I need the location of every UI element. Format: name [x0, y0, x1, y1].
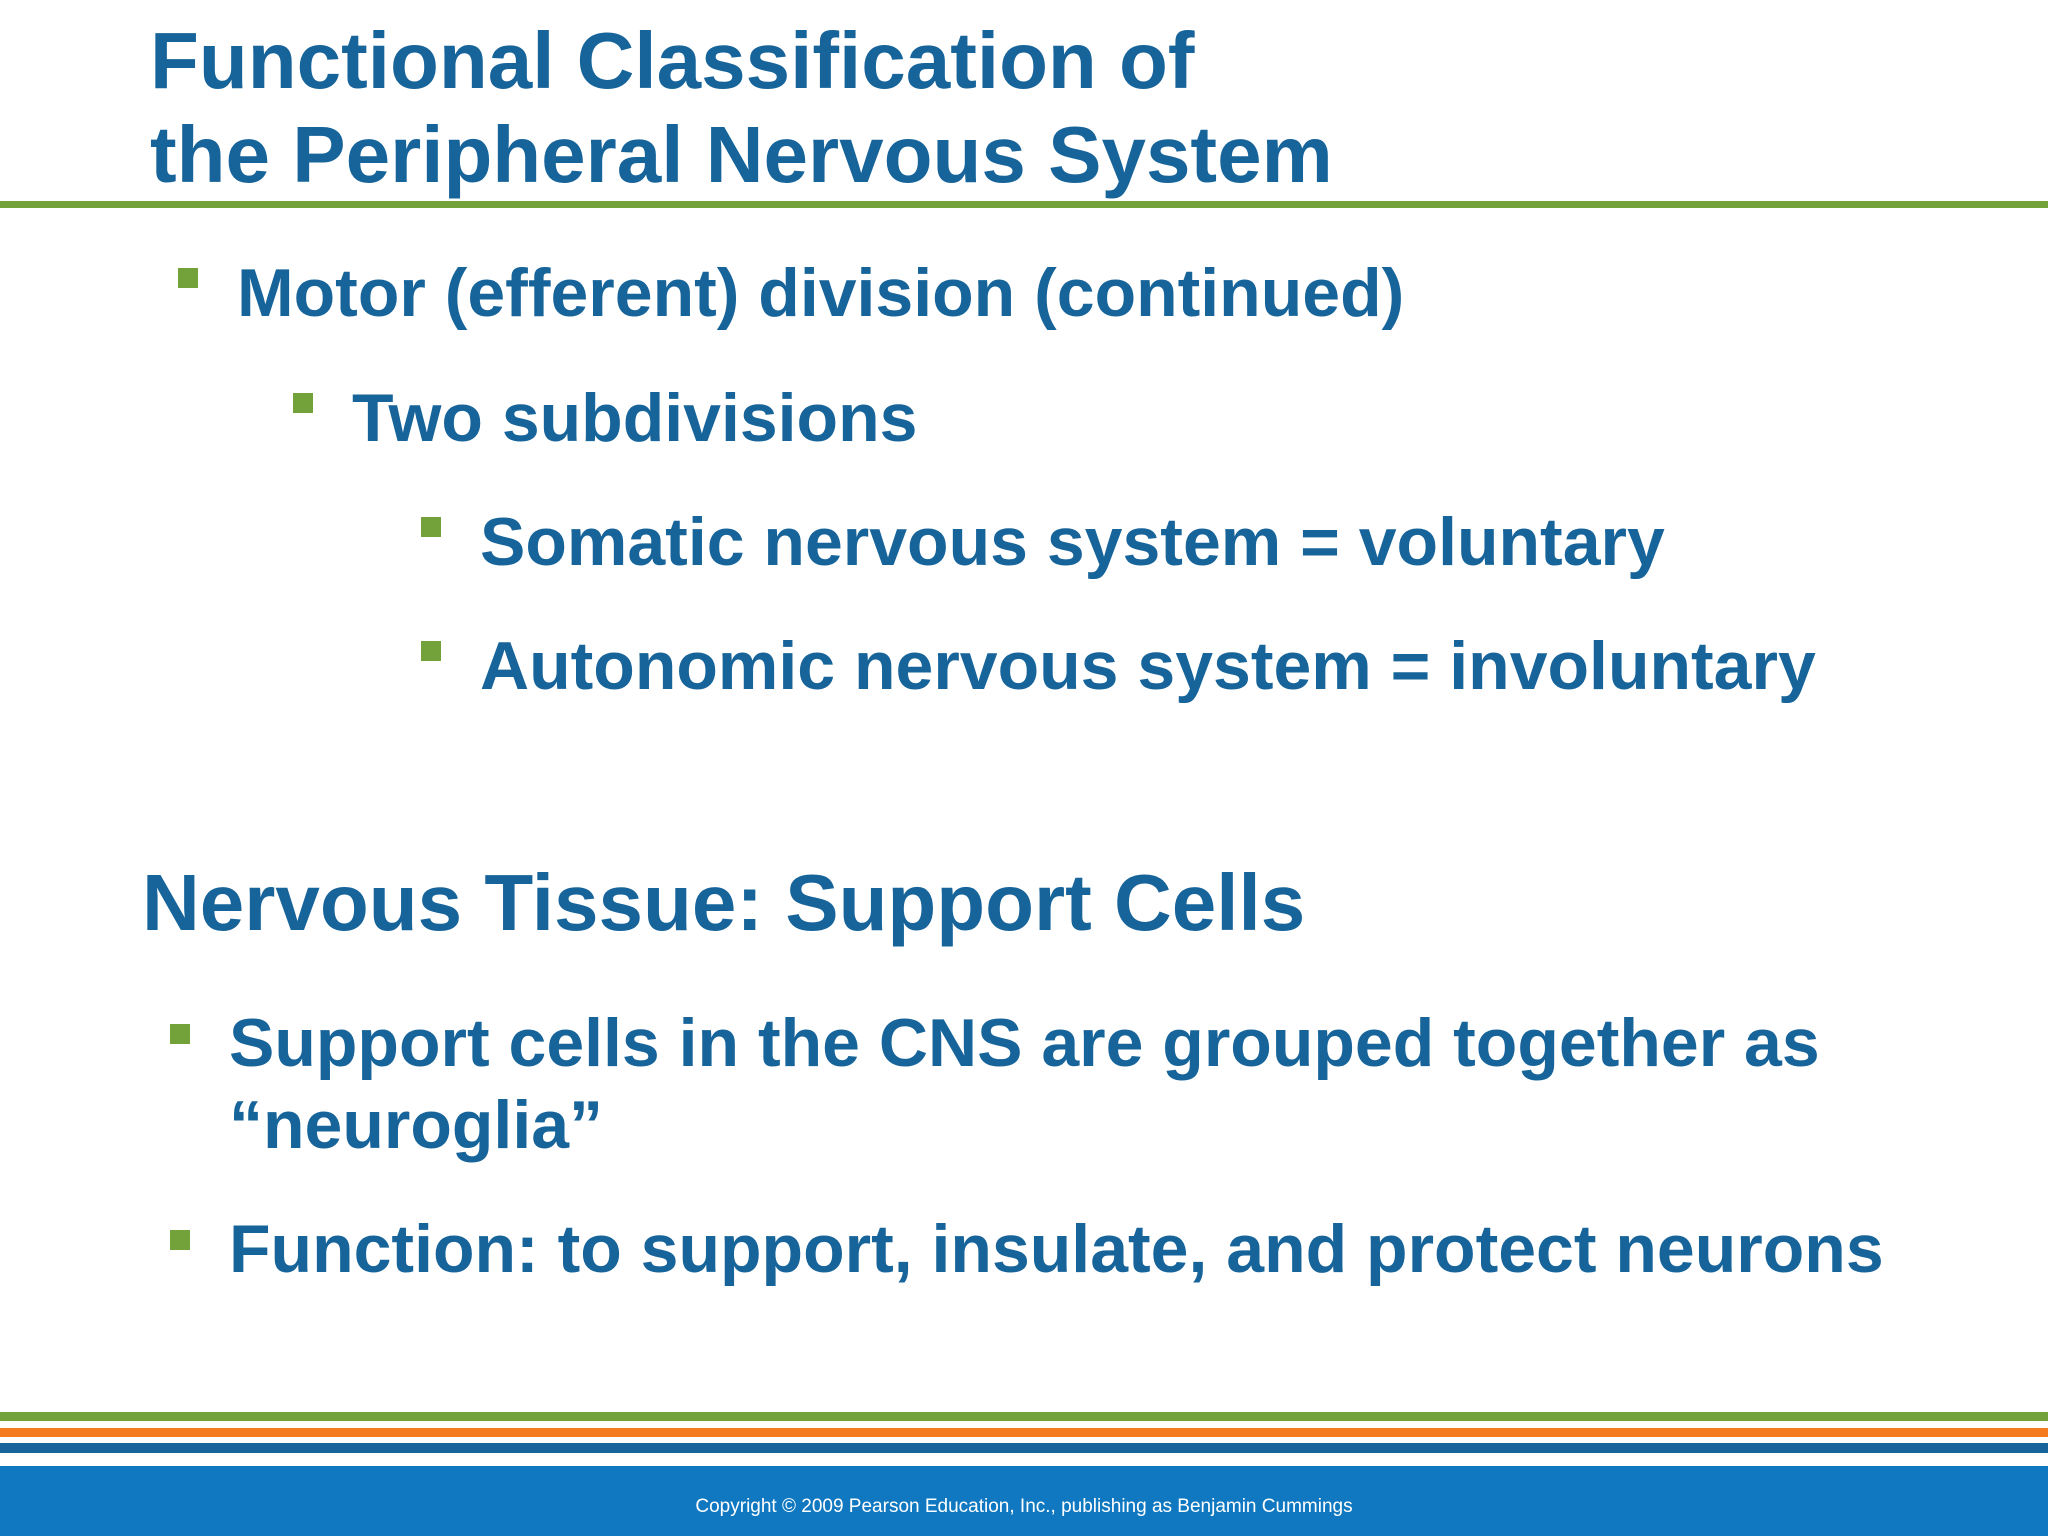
bullet-function: Function: to support, insulate, and prot…: [170, 1208, 1889, 1290]
bullet-square-icon: [170, 1024, 190, 1044]
bullet-support-cells: Support cells in the CNS are grouped tog…: [170, 1002, 1889, 1166]
bullet-square-icon: [421, 641, 441, 661]
bullet-autonomic: Autonomic nervous system = involuntary: [421, 625, 1816, 707]
slide-title-line-2: the Peripheral Nervous System: [150, 110, 1333, 199]
section-title: Nervous Tissue: Support Cells: [142, 858, 1306, 947]
slide-title-line-1: Functional Classification of: [150, 16, 1195, 105]
copyright-text: Copyright © 2009 Pearson Education, Inc.…: [695, 1496, 1353, 1517]
bullet-text: Support cells in the CNS are grouped tog…: [229, 1005, 1820, 1163]
bullet-somatic: Somatic nervous system = voluntary: [421, 501, 1665, 583]
bullet-square-icon: [293, 393, 313, 413]
bullet-two-subdivisions: Two subdivisions: [293, 377, 918, 459]
bullet-square-icon: [178, 268, 198, 288]
footer-stripe-orange: [0, 1428, 2048, 1437]
footer-bar: [0, 1466, 2048, 1536]
slide-title: Functional Classification of the Periphe…: [150, 14, 1333, 202]
bullet-text: Somatic nervous system = voluntary: [480, 504, 1665, 580]
bullet-text: Two subdivisions: [352, 380, 918, 456]
bullet-text: Autonomic nervous system = involuntary: [480, 628, 1816, 704]
title-divider: [0, 201, 2048, 208]
bullet-text: Motor (efferent) division (continued): [237, 255, 1405, 331]
bullet-motor-division: Motor (efferent) division (continued): [178, 252, 1405, 334]
footer-stripe-green: [0, 1412, 2048, 1421]
bullet-text: Function: to support, insulate, and prot…: [229, 1211, 1884, 1287]
bullet-square-icon: [170, 1230, 190, 1250]
footer-stripe-blue: [0, 1443, 2048, 1453]
bullet-square-icon: [421, 517, 441, 537]
